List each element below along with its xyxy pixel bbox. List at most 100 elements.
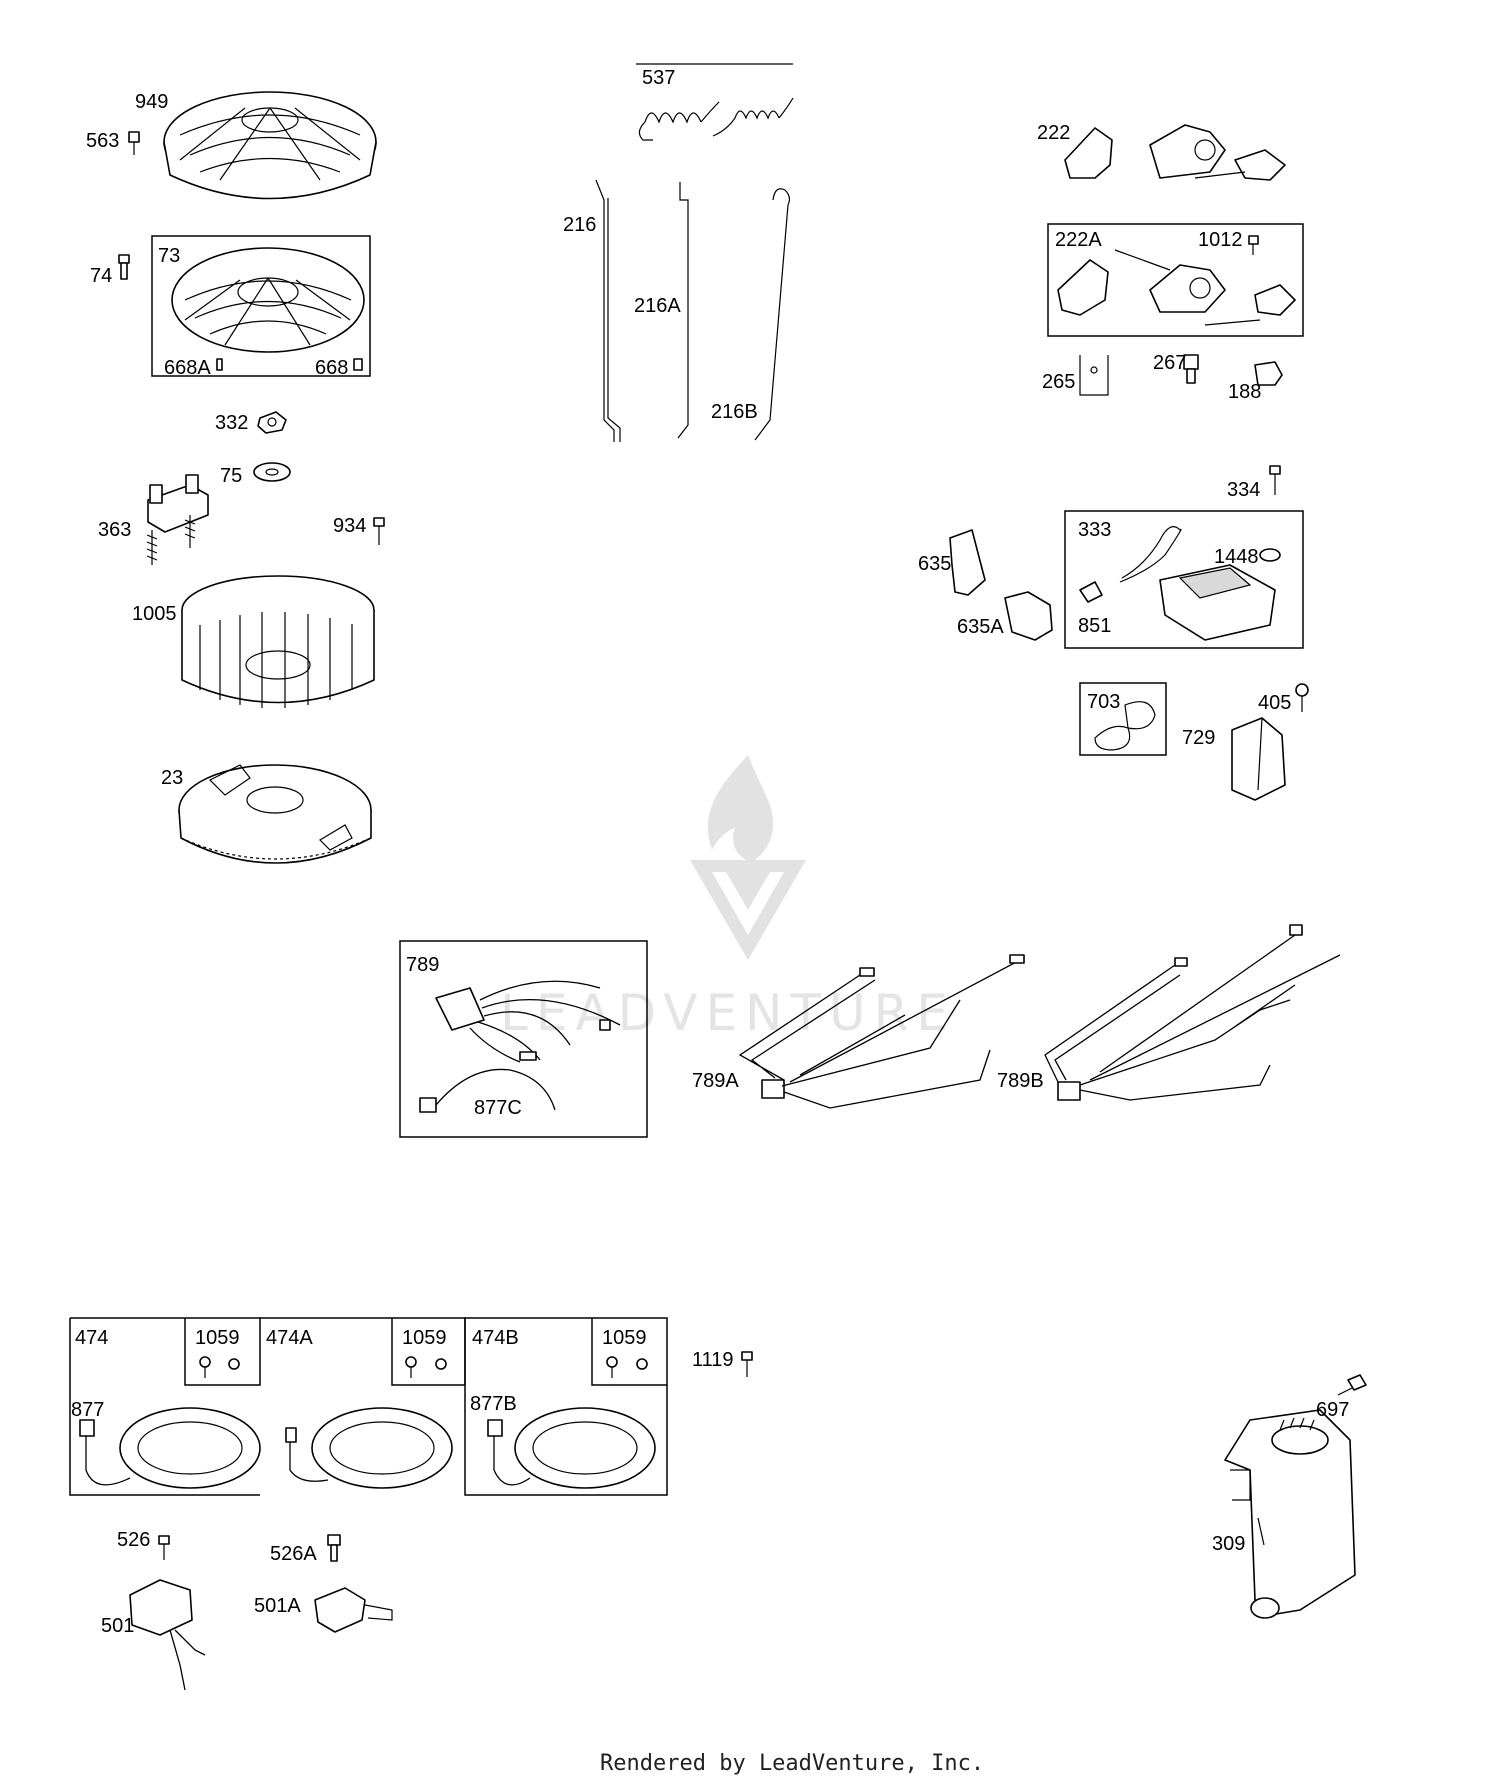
label-877C: 877C	[474, 1097, 522, 1119]
group-box-73	[151, 235, 371, 377]
label-1012: 1012	[1198, 229, 1243, 251]
group-box-789	[399, 940, 648, 1138]
part-267-fitting	[1183, 354, 1199, 384]
label-267: 267	[1153, 352, 1186, 374]
label-668A: 668A	[164, 357, 211, 379]
group-box-474	[69, 1317, 261, 1496]
label-332: 332	[215, 412, 248, 434]
label-563: 563	[86, 130, 119, 152]
part-1119-screw	[741, 1351, 753, 1377]
part-789-harness	[435, 980, 621, 1063]
part-73-screen	[171, 247, 365, 353]
part-563-screw	[128, 131, 140, 155]
label-265: 265	[1042, 371, 1075, 393]
label-697: 697	[1316, 1399, 1349, 1421]
part-405-screw	[1295, 683, 1309, 712]
label-334: 334	[1227, 479, 1260, 501]
group-box-703	[1079, 682, 1167, 756]
part-75-washer	[253, 462, 291, 482]
part-668-clip	[353, 358, 363, 371]
part-1059b-screws	[405, 1356, 447, 1378]
label-501: 501	[101, 1615, 134, 1637]
label-789A: 789A	[692, 1070, 739, 1092]
footer-credit: Rendered by LeadVenture, Inc.	[600, 1751, 984, 1776]
part-222A-bracket	[1057, 249, 1296, 326]
watermark-logo: LEADVENTURE	[500, 755, 956, 1042]
part-949-blower-housing	[163, 91, 377, 200]
label-877: 877	[71, 1399, 104, 1421]
part-334-screw	[1269, 465, 1281, 495]
label-789: 789	[406, 954, 439, 976]
part-222-bracket	[1064, 124, 1286, 181]
label-526: 526	[117, 1529, 150, 1551]
part-526-screw	[158, 1535, 170, 1560]
part-474B-stator	[487, 1407, 656, 1489]
label-1005: 1005	[132, 603, 177, 625]
part-265-plate	[1079, 355, 1109, 396]
part-474A-stator	[285, 1407, 453, 1489]
part-474-stator	[79, 1407, 261, 1489]
label-474: 474	[75, 1327, 108, 1349]
part-934-screw	[373, 517, 385, 545]
label-1059-c: 1059	[602, 1327, 647, 1349]
label-73: 73	[158, 245, 180, 267]
label-635A: 635A	[957, 616, 1004, 638]
label-949: 949	[135, 91, 168, 113]
label-789B: 789B	[997, 1070, 1044, 1092]
label-309: 309	[1212, 1533, 1245, 1555]
part-74-bolt	[118, 254, 130, 280]
part-23-flywheel	[178, 764, 372, 864]
group-box-333	[1064, 510, 1304, 649]
label-405: 405	[1258, 692, 1291, 714]
part-1059c-screws	[606, 1356, 648, 1378]
part-188-plug	[1254, 361, 1283, 386]
callout-labels: 949 563 74 73 668A 668 332 75 363 934 10…	[71, 67, 1349, 1637]
label-729: 729	[1182, 727, 1215, 749]
label-934: 934	[333, 515, 366, 537]
part-537-springs	[638, 97, 794, 141]
part-635A-spark-boot	[1004, 591, 1053, 641]
watermark-text: LEADVENTURE	[500, 984, 956, 1042]
label-635: 635	[918, 553, 951, 575]
part-789A-harness	[738, 954, 1025, 1109]
part-851-terminal	[1079, 581, 1103, 603]
label-668: 668	[315, 357, 348, 379]
label-74: 74	[90, 265, 112, 287]
part-1448-grommet	[1259, 548, 1281, 562]
part-1005-fan	[181, 575, 375, 708]
part-703-clips	[1094, 701, 1156, 751]
group-box-474B	[464, 1317, 668, 1496]
part-332-nut	[257, 411, 287, 434]
label-703: 703	[1087, 691, 1120, 713]
label-474A: 474A	[266, 1327, 313, 1349]
part-877C-lead	[419, 1068, 556, 1113]
label-363: 363	[98, 519, 131, 541]
label-474B: 474B	[472, 1327, 519, 1349]
label-188: 188	[1228, 381, 1261, 403]
part-216-link	[595, 179, 621, 442]
part-789B-harness	[1044, 924, 1341, 1101]
label-222: 222	[1037, 122, 1070, 144]
label-851: 851	[1078, 615, 1111, 637]
label-75: 75	[220, 465, 242, 487]
part-309-starter-motor	[1224, 1409, 1356, 1619]
label-23: 23	[161, 767, 183, 789]
part-635-spark-boot	[949, 529, 986, 596]
part-501-rectifier	[129, 1579, 206, 1691]
part-729-cover	[1231, 717, 1286, 801]
label-1059-a: 1059	[195, 1327, 240, 1349]
label-1448: 1448	[1214, 546, 1259, 568]
part-697-bolt	[1337, 1374, 1367, 1396]
label-222A: 222A	[1055, 229, 1102, 251]
group-box-222A	[1047, 223, 1304, 337]
part-526A-screw	[327, 1534, 341, 1562]
part-333-ignition-coil	[1119, 526, 1276, 641]
part-1059a-screws	[199, 1356, 240, 1378]
part-501A-rectifier	[314, 1587, 393, 1633]
part-363-starter-cup	[146, 474, 209, 565]
part-668A-clip	[216, 358, 223, 371]
label-501A: 501A	[254, 1595, 301, 1617]
label-877B: 877B	[470, 1393, 517, 1415]
part-216A-link	[677, 182, 689, 439]
